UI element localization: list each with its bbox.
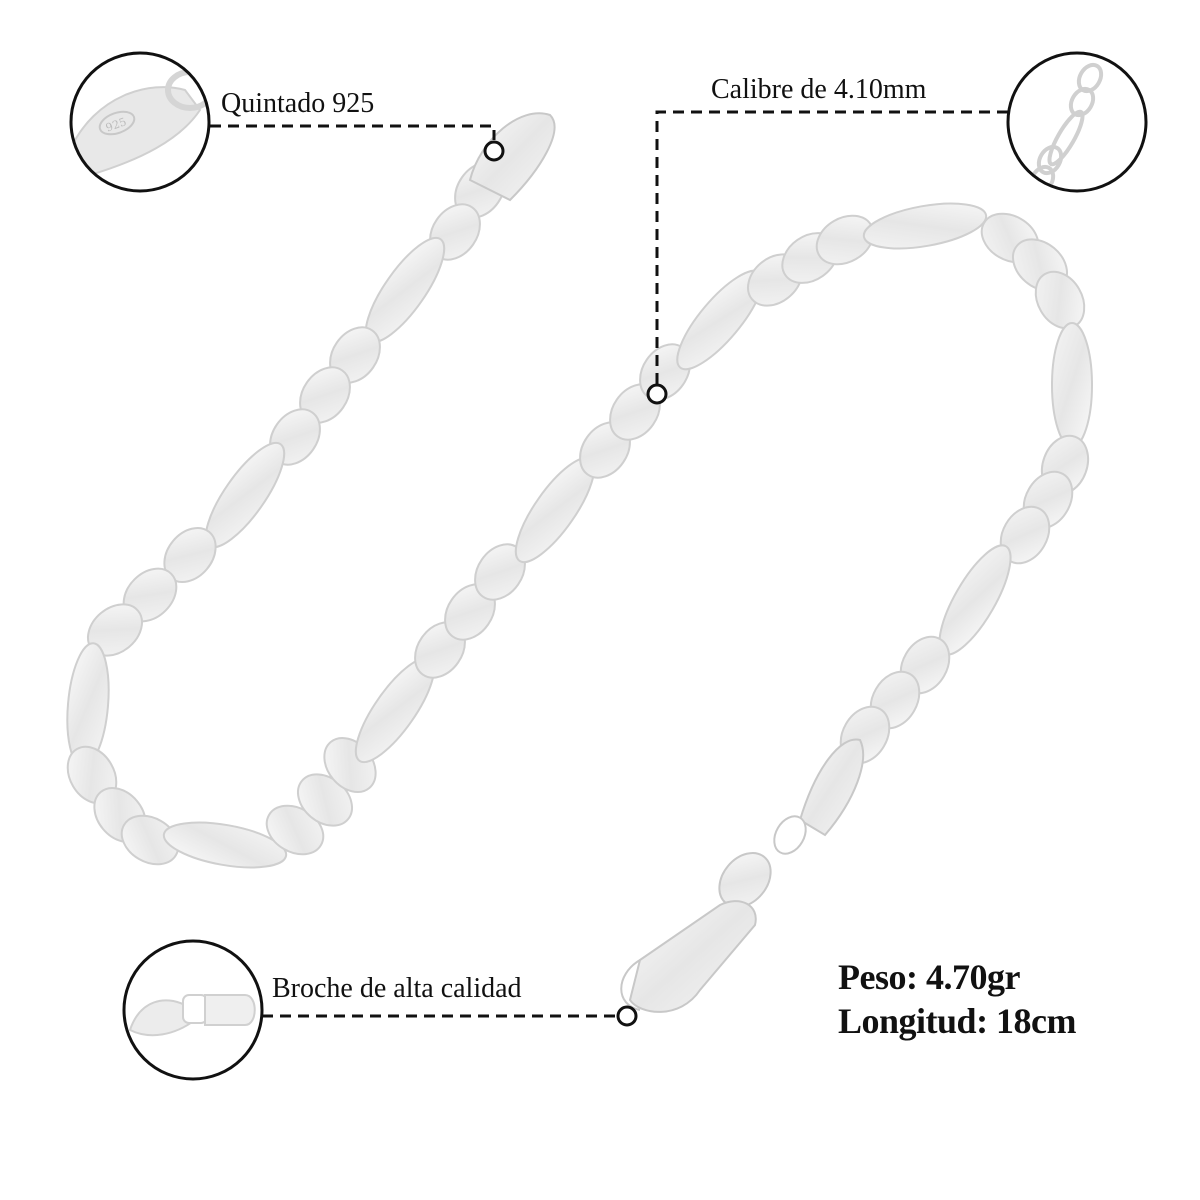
detail-circle-clasp [122, 939, 264, 1081]
callout-label-calibre: Calibre de 4.10mm [711, 74, 927, 105]
detail-circle-chain [1006, 51, 1148, 193]
bottom-tag-and-clasp [620, 738, 865, 1013]
specs-block: Peso: 4.70gr Longitud: 18cm [838, 955, 1077, 1043]
callout-line-quintado [210, 124, 496, 140]
callout-lines [210, 110, 1008, 1018]
anchor-dot-broche [616, 1005, 638, 1027]
anchor-dot-calibre [646, 383, 668, 405]
callout-label-broche: Broche de alta calidad [272, 973, 522, 1004]
callout-line-calibre [655, 110, 1008, 384]
anchor-dot-quintado [483, 140, 505, 162]
middle-strand-links [354, 202, 1086, 764]
right-strand-links [839, 322, 1093, 765]
detail-circle-925: 925 [69, 51, 211, 193]
spec-weight: Peso: 4.70gr [838, 957, 1020, 997]
spec-length: Longitud: 18cm [838, 1001, 1077, 1041]
callout-label-quintado: Quintado 925 [221, 88, 375, 119]
left-strand-links [66, 161, 506, 869]
chain [66, 161, 1093, 869]
callout-anchors [483, 140, 668, 1027]
